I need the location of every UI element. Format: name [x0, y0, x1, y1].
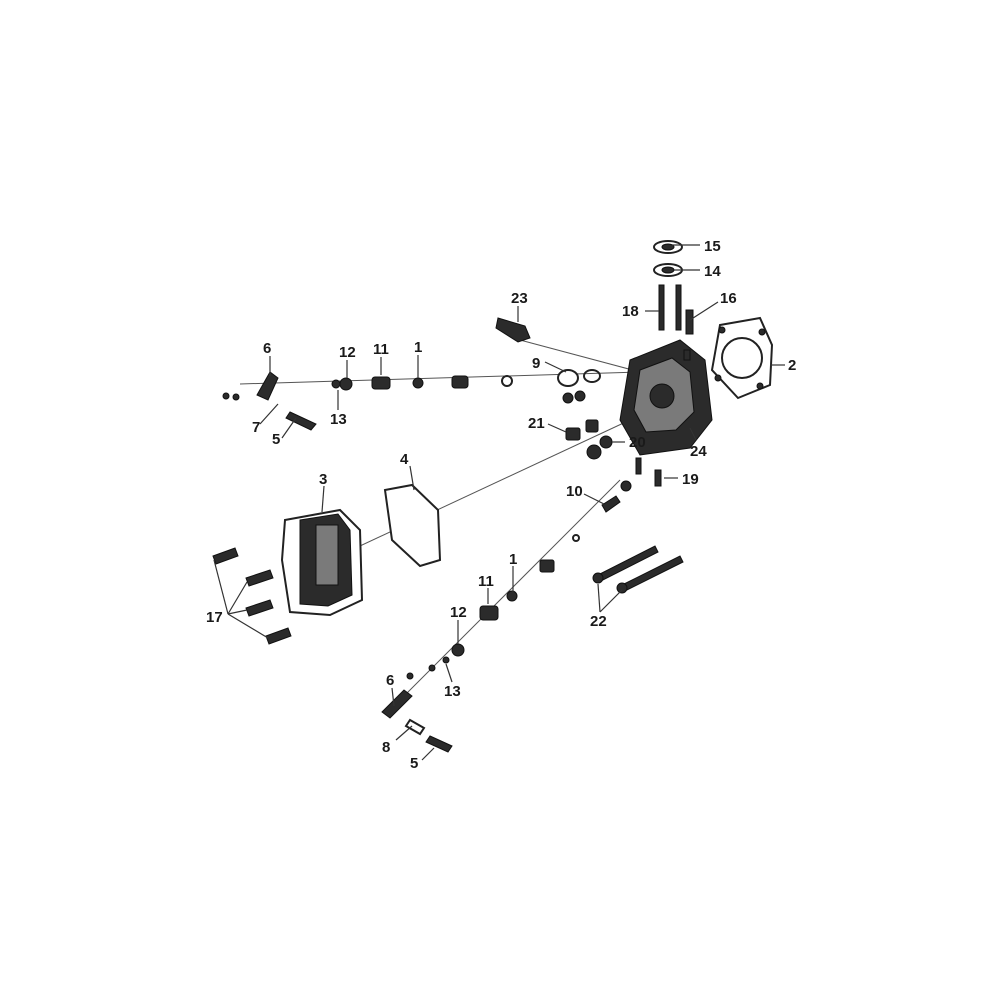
cylinder-gasket — [710, 316, 774, 400]
cam-parts — [565, 419, 613, 460]
callout-13-top: 13 — [330, 411, 347, 428]
callout-1-top: 1 — [414, 339, 422, 356]
head-cover — [280, 508, 364, 617]
callout-3: 3 — [319, 471, 327, 488]
callout-14: 14 — [704, 263, 721, 280]
dowel-pins — [601, 457, 662, 513]
callout-11-top: 11 — [373, 341, 389, 358]
callout-22: 22 — [590, 613, 607, 630]
spark-plug — [495, 317, 531, 343]
callout-2: 2 — [788, 357, 796, 374]
callout-9: 9 — [532, 355, 540, 372]
callout-15: 15 — [704, 238, 721, 255]
callout-24: 24 — [690, 443, 707, 460]
callout-17: 17 — [206, 609, 223, 626]
callout-7: 7 — [252, 419, 260, 436]
cylinder-head — [619, 339, 713, 456]
callout-8: 8 — [382, 739, 390, 756]
callout-5-top: 5 — [272, 431, 280, 448]
callout-11-bottom: 11 — [478, 573, 494, 590]
callout-21: 21 — [528, 415, 545, 432]
cover-gasket — [383, 483, 442, 568]
callout-13-bottom: 13 — [444, 683, 461, 700]
leader-lines — [213, 244, 785, 761]
callout-16: 16 — [720, 290, 737, 307]
callout-12-top: 12 — [339, 344, 356, 361]
intake-gaskets — [653, 240, 683, 277]
long-bolts — [592, 545, 684, 594]
callout-20: 20 — [629, 434, 646, 451]
callout-6-bottom: 6 — [386, 672, 394, 689]
valve-train-top — [222, 369, 601, 431]
cover-bolts — [212, 547, 292, 645]
callout-labels: 15 14 18 16 23 2 6 12 11 1 13 7 5 9 21 2… — [206, 238, 796, 772]
callout-12-bottom: 12 — [450, 604, 467, 621]
callout-18: 18 — [622, 303, 639, 320]
callout-4: 4 — [400, 451, 409, 468]
callout-5-bottom: 5 — [410, 755, 418, 772]
callout-23: 23 — [511, 290, 528, 307]
valve-train-bottom — [381, 534, 580, 753]
callout-1-bottom: 1 — [509, 551, 517, 568]
callout-6-top: 6 — [263, 340, 271, 357]
callout-19: 19 — [682, 471, 699, 488]
studs — [658, 284, 694, 335]
callout-10: 10 — [566, 483, 583, 500]
